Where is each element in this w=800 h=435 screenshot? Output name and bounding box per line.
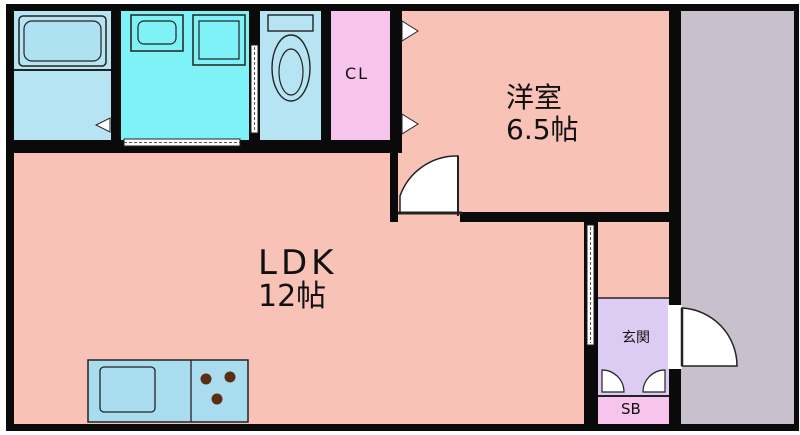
stove-burner-1 [200, 373, 212, 385]
stove-burner-2 [224, 371, 236, 383]
hall [598, 222, 669, 298]
closet-door-marker-1 [401, 20, 419, 42]
entrance-label: 玄関 [622, 330, 650, 346]
shoe-box-label: SB [621, 400, 641, 418]
shoe-box [598, 396, 669, 424]
closet-door-marker-2 [401, 113, 419, 135]
shoe-box-door-right [642, 369, 666, 393]
entrance-door-swing [681, 307, 738, 367]
toilet-tank [267, 14, 314, 32]
bath-door-marker [94, 117, 111, 133]
washbasin-bowl [137, 20, 177, 45]
closet-label: CL [345, 64, 370, 83]
bathtub-inner [23, 20, 102, 62]
toilet-seat [278, 48, 304, 96]
entrance-door-opening [668, 305, 682, 369]
ldk-name-label: LDK [258, 243, 338, 283]
western-room-size-label: 6.5帖 [506, 113, 579, 146]
western-room-name-label: 洋室 [506, 81, 563, 114]
washing-machine-pan-inner [198, 20, 240, 60]
shoe-box-door-left [601, 369, 625, 393]
closet [331, 11, 390, 140]
stove-burner-3 [211, 393, 223, 405]
western-door-swing [399, 155, 459, 214]
ldk-room [14, 153, 584, 424]
ldk-size-label: 12帖 [258, 279, 327, 314]
kitchen-sink [99, 366, 156, 413]
